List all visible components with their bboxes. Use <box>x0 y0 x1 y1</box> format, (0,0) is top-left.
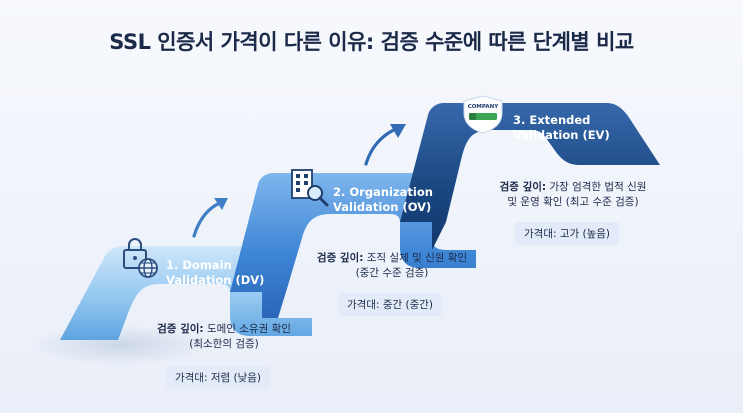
step-2-price: 가격대: 중간 (중간) <box>338 293 443 316</box>
step-2-depth: 검증 깊이: 조직 실체 및 신원 확인 (중간 수준 검증) <box>316 252 468 279</box>
arrow-2 <box>364 126 400 166</box>
step-3-ribbon <box>400 103 660 250</box>
company-shield-icon: COMPANY <box>463 95 503 134</box>
arrow-2-head <box>390 124 406 138</box>
lock-globe-icon <box>123 238 158 278</box>
company-badge-text: COMPANY <box>468 104 500 110</box>
step-3-name: 3. Extended Validation (EV) <box>513 113 610 142</box>
arrow-1 <box>192 200 224 238</box>
step-1-depth: 검증 깊이: 도메인 소유권 확인 (최소한의 검증) <box>157 323 291 350</box>
arrow-1-head <box>214 198 228 210</box>
step-3-price: 가격대: 고가 (높음) <box>515 222 620 245</box>
step-2-name: 2. Organization Validation (OV) <box>333 185 433 214</box>
building-search-icon <box>291 169 329 207</box>
page-title: SSL 인증서 가격이 다른 이유: 검증 수준에 따른 단계별 비교 <box>109 30 634 54</box>
step-3-depth: 검증 깊이: 가장 엄격한 법적 신원 및 운영 확인 (최고 수준 검증) <box>499 181 647 208</box>
step-1-price: 가격대: 저렴 (낮음) <box>166 366 271 389</box>
step-1-name: 1. Domain Validation (DV) <box>166 258 265 287</box>
